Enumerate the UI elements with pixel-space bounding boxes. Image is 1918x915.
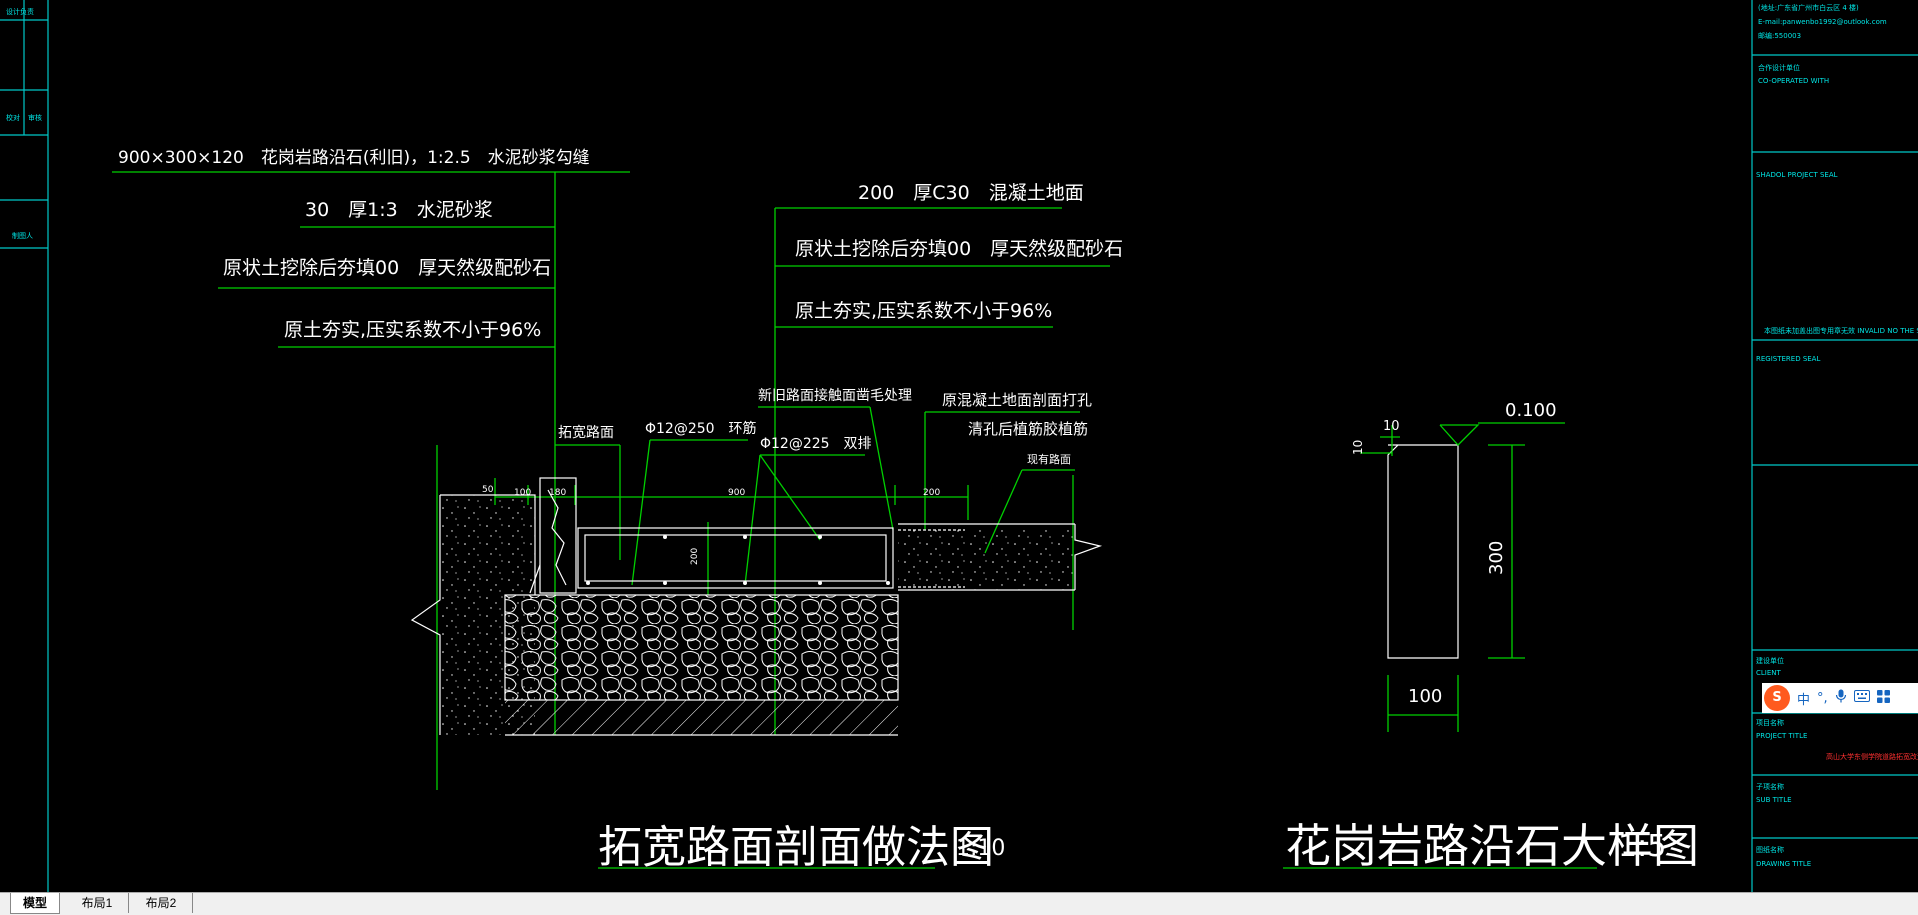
left-strip-label: 审核 xyxy=(28,113,42,122)
dim-label: 100 xyxy=(514,488,531,498)
project-title-label-en: PROJECT TITLE xyxy=(1756,732,1807,740)
dim-label: 200 xyxy=(690,548,700,565)
layer-note: 原土夯实,压实系数不小于96% xyxy=(284,319,541,341)
invalid-note: 本图纸未加盖出图专用章无效 INVALID NO THE SPEC xyxy=(1764,326,1918,335)
left-strip-label: 校对 xyxy=(6,113,20,122)
cooperate-label: 合作设计单位 xyxy=(1758,63,1800,72)
sub-title-label: 子项名称 xyxy=(1756,782,1784,791)
dim-label: 10 xyxy=(1351,440,1365,455)
cooperate-label-en: CO-OPERATED WITH xyxy=(1758,77,1829,85)
cad-drawing-canvas[interactable]: 设计负责 校对 审核 制图人 900×300×120 花岗岩路沿石(利旧)，1:… xyxy=(0,0,1918,892)
left-title-strip: 设计负责 校对 审核 制图人 xyxy=(0,0,49,892)
left-strip-label: 设计负责 xyxy=(6,7,34,16)
curb-detail: 10 10 0.100 300 100 花岗岩路沿石大样图 1:5 xyxy=(1283,400,1699,873)
drill-note: 原混凝土地面剖面打孔 xyxy=(942,391,1092,409)
dim-label: 10 xyxy=(1383,419,1400,434)
level-label: 0.100 xyxy=(1505,400,1557,421)
address-text: (地址:广东省广州市白云区 4 楼) xyxy=(1758,3,1859,12)
ime-mode-toggle[interactable]: 中 xyxy=(1797,692,1811,708)
rebar-ring-label: Φ12@250 环筋 xyxy=(645,420,757,437)
tab-layout1[interactable]: 布局1 xyxy=(66,893,129,913)
layer-note: 200 厚C30 混凝土地面 xyxy=(858,182,1084,204)
client-label-en: CLIENT xyxy=(1756,669,1782,677)
dim-label: 200 xyxy=(923,488,940,498)
sogou-logo-icon[interactable]: S xyxy=(1764,685,1790,711)
dim-label: 180 xyxy=(549,488,566,498)
microphone-icon[interactable] xyxy=(1835,689,1847,707)
layout-tab-bar: 模型 布局1 布局2 xyxy=(0,892,1918,915)
drawing-title-label: 图纸名称 xyxy=(1756,845,1784,854)
tab-model[interactable]: 模型 xyxy=(10,893,60,914)
left-strip-label: 制图人 xyxy=(12,231,33,240)
layer-note: 原状土挖除后夯填00 厚天然级配砂石 xyxy=(223,257,551,279)
section-scale: 1:10 xyxy=(956,836,1005,861)
joint-note: 新旧路面接触面凿毛处理 xyxy=(758,387,912,404)
widen-road-section: 900×300×120 花岗岩路沿石(利旧)，1:2.5 水泥砂浆勾缝 30 厚… xyxy=(112,148,1123,873)
section-title: 花岗岩路沿石大样图 xyxy=(1285,819,1699,873)
dim-label: 100 xyxy=(1408,686,1442,707)
dim-label: 900 xyxy=(728,488,745,498)
client-label: 建设单位 xyxy=(1756,656,1784,665)
rebar-double-label: Φ12@225 双排 xyxy=(760,436,872,452)
project-seal-label: SHADOL PROJECT SEAL xyxy=(1756,171,1838,179)
drawing-title-label-en: DRAWING TITLE xyxy=(1756,860,1811,868)
project-name: 高山大学东侧学院道路拓宽改造 xyxy=(1826,752,1918,761)
title-block: (地址:广东省广州市白云区 4 楼) E-mail:panwenbo1992@o… xyxy=(1751,0,1918,892)
drill-note: 清孔后植筋胶植筋 xyxy=(968,420,1088,438)
sub-title-label-en: SUB TITLE xyxy=(1756,796,1792,804)
existing-road-label: 现有路面 xyxy=(1027,452,1071,466)
registered-seal-label: REGISTERED SEAL xyxy=(1756,355,1820,363)
ime-toolbar[interactable]: S 中 °, xyxy=(1762,683,1918,713)
dim-label: 50 xyxy=(482,485,494,495)
section-scale: 1:5 xyxy=(1618,829,1666,864)
dim-label: 300 xyxy=(1486,541,1507,575)
widen-road-label: 拓宽路面 xyxy=(558,424,614,441)
layer-note: 原状土挖除后夯填00 厚天然级配砂石 xyxy=(795,238,1123,260)
section-title: 拓宽路面剖面做法图 xyxy=(598,822,994,873)
ime-punct-toggle[interactable]: °, xyxy=(1817,690,1828,706)
keyboard-icon[interactable] xyxy=(1853,690,1870,706)
layer-note: 原土夯实,压实系数不小于96% xyxy=(795,300,1052,322)
email-text: E-mail:panwenbo1992@outlook.com xyxy=(1758,18,1887,26)
layer-note: 30 厚1:3 水泥砂浆 xyxy=(305,199,493,221)
postcode-text: 邮编:550003 xyxy=(1758,31,1801,40)
project-title-label: 项目名称 xyxy=(1756,718,1784,727)
grid-icon[interactable] xyxy=(1876,689,1890,707)
tab-layout2[interactable]: 布局2 xyxy=(130,893,193,913)
layer-note: 900×300×120 花岗岩路沿石(利旧)，1:2.5 水泥砂浆勾缝 xyxy=(118,148,590,168)
